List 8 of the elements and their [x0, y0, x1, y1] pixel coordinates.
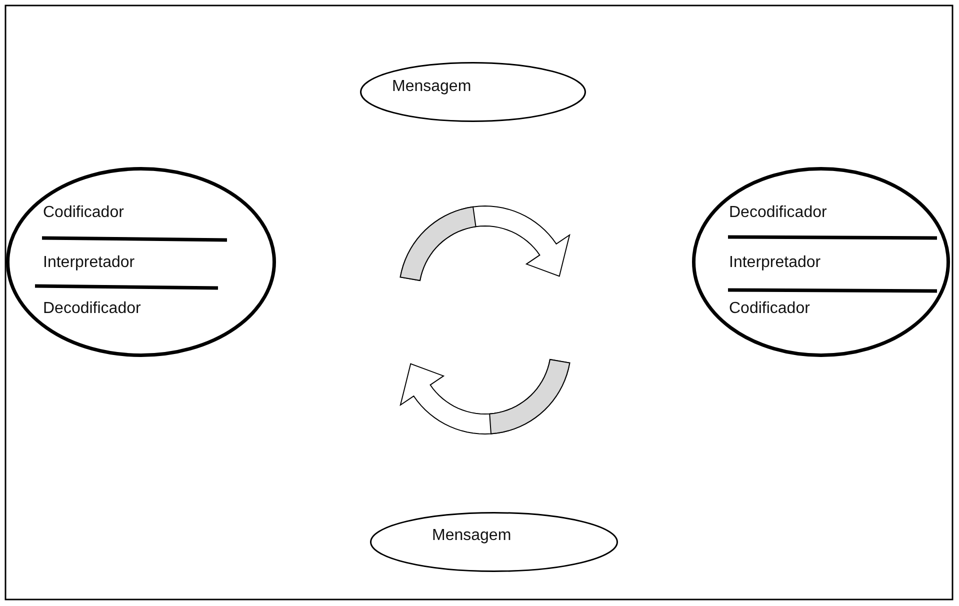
- node-label: Interpretador: [43, 253, 135, 273]
- node-label: Decodificador: [43, 299, 141, 319]
- node-label: Mensagem: [392, 77, 472, 97]
- node-label: Mensagem: [432, 526, 512, 546]
- node-label: Interpretador: [729, 253, 821, 273]
- node-label: Codificador: [729, 299, 810, 319]
- node-label: Codificador: [43, 203, 124, 223]
- node-label: Decodificador: [729, 203, 827, 223]
